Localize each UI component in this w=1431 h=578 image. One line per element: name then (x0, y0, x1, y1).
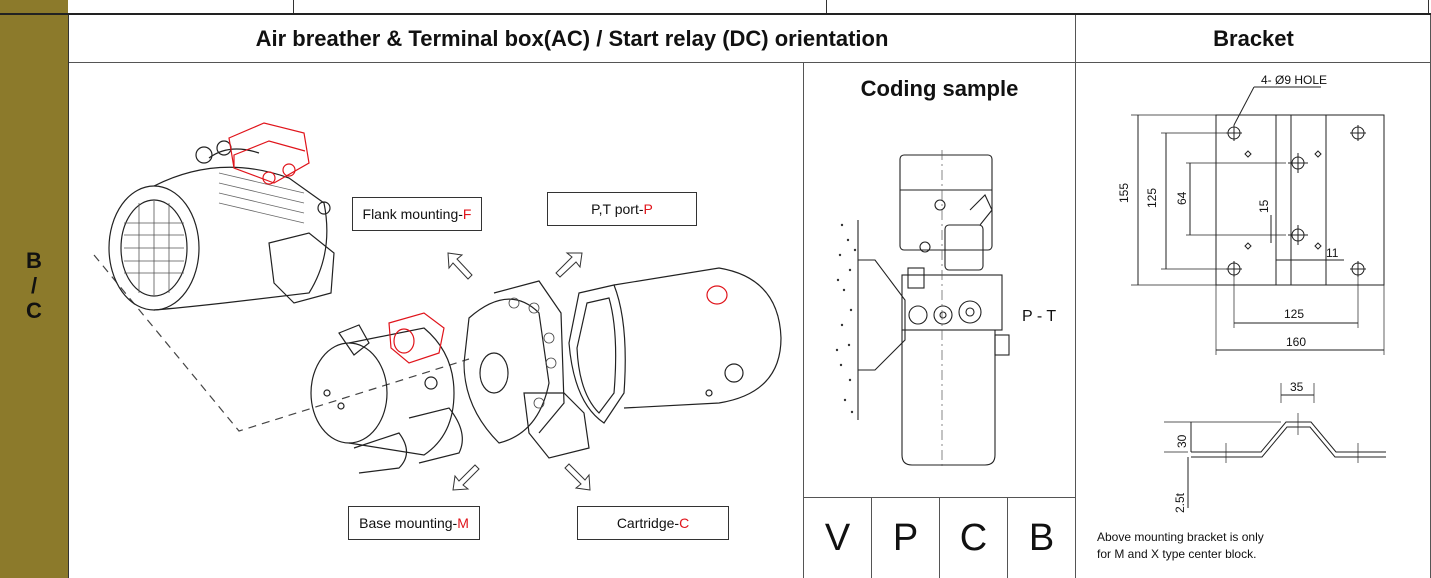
flank-mounting-label: Flank mounting-F (352, 197, 482, 231)
top-strip (0, 0, 1431, 15)
grid-line (1007, 497, 1008, 578)
hole-label: 4- Ø9 HOLE (1261, 73, 1327, 87)
label-code: C (679, 515, 690, 531)
bracket-note-line: Above mounting bracket is only (1097, 530, 1264, 544)
pt-port-label: P,T port-P (547, 192, 697, 226)
bracket-header: Bracket (1076, 15, 1431, 63)
label-code: F (462, 206, 472, 222)
label-text: Base mounting- (359, 515, 458, 531)
top-divider (293, 0, 294, 13)
main-header: Air breather & Terminal box(AC) / Start … (69, 15, 1075, 63)
dim-15: 15 (1257, 199, 1271, 213)
label-code: M (457, 515, 469, 531)
label-text: Cartridge- (616, 515, 680, 531)
top-divider (826, 0, 827, 13)
arrow-down-left-icon (452, 464, 480, 491)
bracket-drawing: 4- Ø9 HOLE 155 125 64 15 (1117, 73, 1386, 513)
coding-sample-title: Coding sample (860, 76, 1019, 101)
top-strip-olive (0, 0, 68, 13)
top-divider (1428, 0, 1429, 13)
label-text: P,T port- (591, 201, 644, 217)
code-cell: V (824, 516, 851, 559)
cartridge-label: Cartridge-C (577, 506, 729, 540)
label-text: Flank mounting- (362, 206, 463, 222)
dim-11: 11 (1326, 246, 1339, 260)
label-code: P (643, 201, 653, 217)
coding-sample-drawing (835, 150, 1010, 470)
base-mounting-label: Base mounting-M (348, 506, 480, 540)
dim-125-horizontal: 125 (1284, 307, 1304, 321)
dim-2-5t: 2.5t (1173, 492, 1187, 513)
dim-64: 64 (1175, 191, 1189, 205)
arrow-down-right-icon (564, 463, 591, 491)
bracket-note-line: for M and X type center block. (1097, 547, 1257, 561)
code-cell: P (892, 516, 919, 559)
side-label: B / C (0, 248, 68, 323)
dim-155: 155 (1117, 183, 1131, 203)
exploded-assembly-drawing (93, 122, 782, 474)
side-label-line: C (26, 298, 42, 323)
arrow-up-right-icon (555, 252, 583, 278)
side-column (0, 15, 69, 578)
dim-125-vertical: 125 (1145, 188, 1159, 208)
dim-35: 35 (1290, 380, 1304, 394)
port-label: P - T (1022, 308, 1057, 325)
dim-160: 160 (1286, 335, 1306, 349)
grid-line (803, 63, 804, 578)
code-cell: C (959, 516, 988, 559)
dim-30: 30 (1175, 434, 1189, 448)
code-cell: B (1028, 516, 1055, 559)
grid-line (939, 497, 940, 578)
grid-line (1075, 15, 1076, 578)
bracket-note: Above mounting bracket is only for M and… (1097, 529, 1417, 563)
arrow-up-left-icon (447, 252, 473, 280)
grid-line (871, 497, 872, 578)
side-label-line: / (30, 273, 38, 298)
side-label-line: B (26, 248, 42, 273)
